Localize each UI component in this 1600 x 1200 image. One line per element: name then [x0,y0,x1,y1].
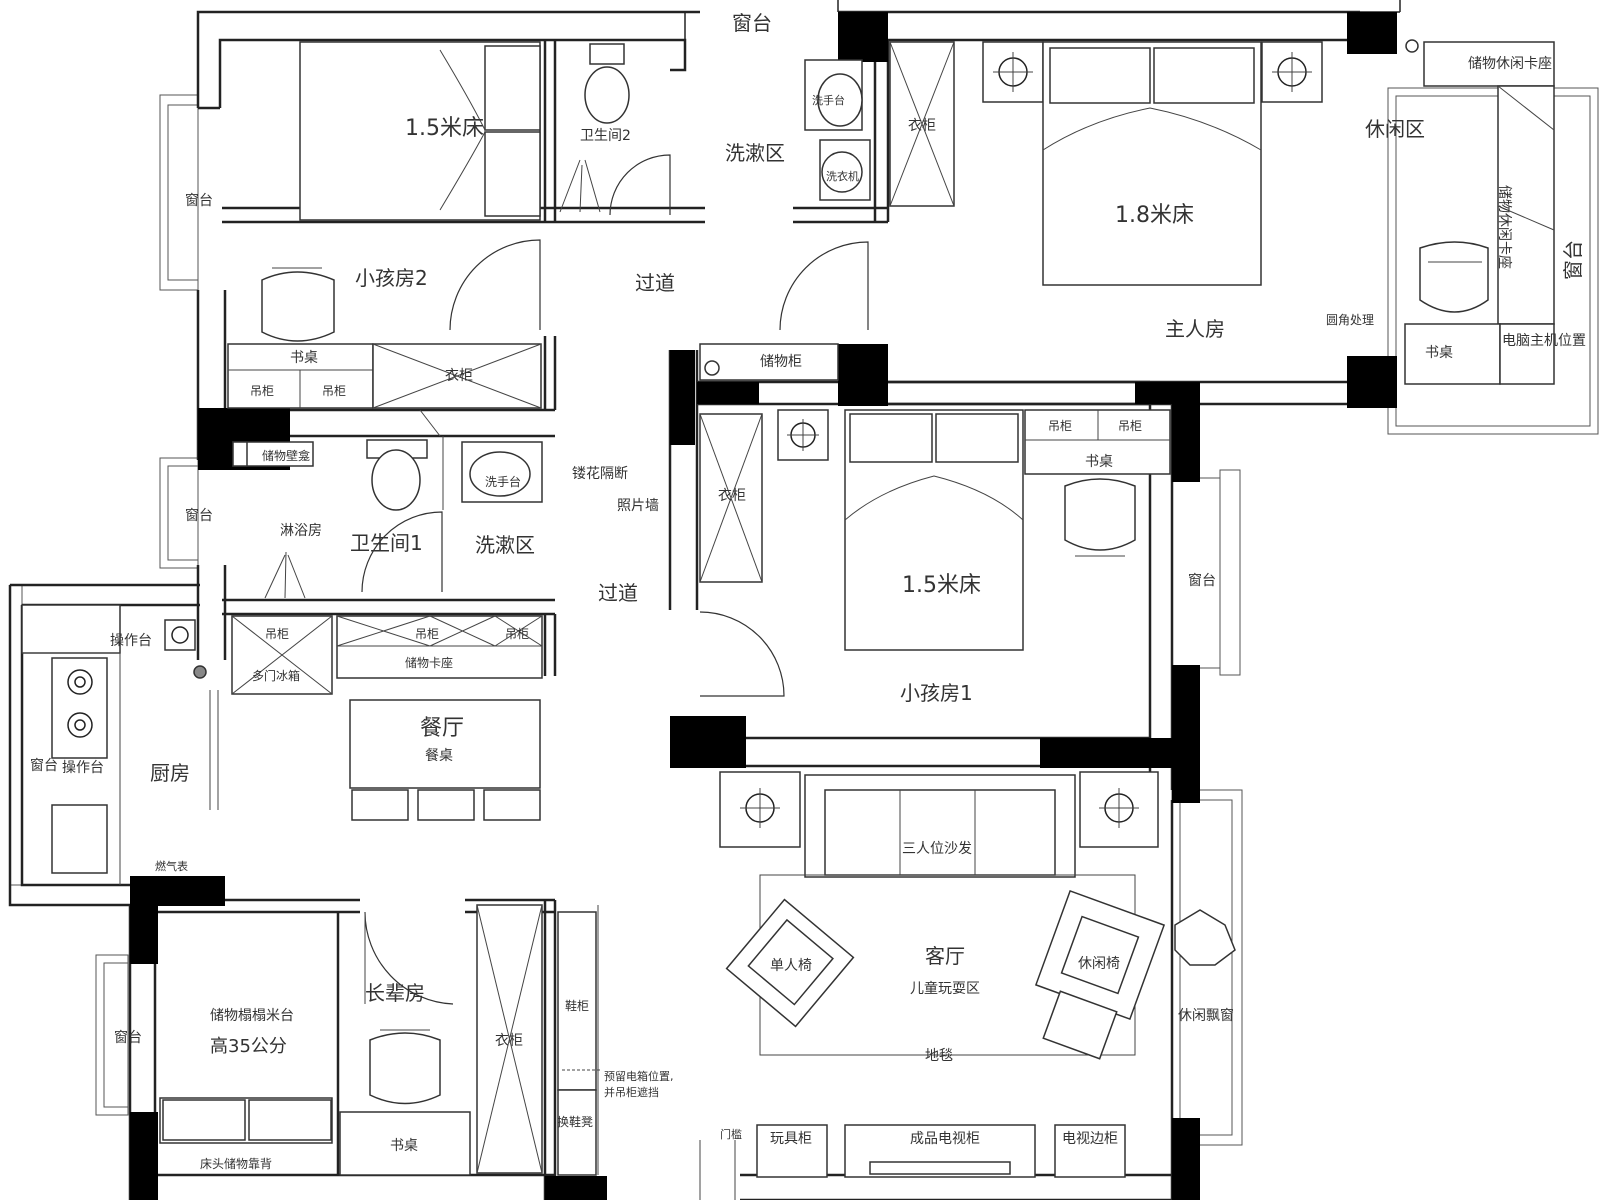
label-kitchen: 厨房 [150,761,190,785]
label-dining-table: 餐桌 [425,748,453,764]
label-rug: 地毯 [925,1048,953,1064]
label-living: 客厅 [925,944,965,968]
label-shower: 淋浴房 [280,523,322,539]
walls [8,0,1401,1200]
window-sills [9,87,1599,1146]
label-gas-meter: 燃气表 [155,859,188,873]
room-labels: 窗台 1.5米床 卫生间2 洗漱区 洗手台 洗衣机 衣柜 1.8米床 休闲区 储… [30,11,1586,1171]
label-counter-left: 操作台 [62,760,104,776]
label-win-bottom-left: 窗台 [114,1029,142,1046]
label-kids-play: 儿童玩耍区 [910,980,980,997]
label-single-chair: 单人椅 [770,958,812,974]
label-shelf-g: 吊柜 [505,627,529,641]
label-lounge: 休闲区 [1365,117,1425,141]
label-wash-top: 洗漱区 [725,141,785,165]
label-win-kitchen: 窗台 [30,757,58,774]
label-desk-kid2: 书桌 [290,350,318,366]
label-meter-box: 预留电箱位置, [604,1069,674,1083]
label-shelf-d: 吊柜 [1118,419,1142,433]
label-toy-cab: 玩具柜 [770,1131,812,1147]
label-tv-cab: 成品电视柜 [910,1131,980,1147]
label-bed15-top: 1.5米床 [405,116,484,141]
label-win-top: 窗台 [732,11,772,35]
label-pc-host: 电脑主机位置 [1502,333,1586,349]
label-shelf-b: 吊柜 [322,384,346,398]
label-headboard: 床头储物靠背 [200,1156,272,1171]
label-master-room: 主人房 [1165,317,1225,341]
label-desk-master: 书桌 [1425,345,1453,361]
furniture [21,39,1555,1200]
label-wc1: 卫生间1 [350,531,423,555]
label-win-left2: 窗台 [185,507,213,524]
label-corner: 圆角处理 [1326,313,1374,327]
label-shelf-e: 吊柜 [265,627,289,641]
label-counter-top: 操作台 [110,633,152,649]
label-cab-elder: 鞋柜 [565,998,589,1013]
label-washer: 洗衣机 [826,169,859,183]
label-tatami-height: 高35公分 [210,1036,287,1057]
label-wardrobe-kid2: 衣柜 [445,368,473,384]
label-win-left1: 窗台 [185,192,213,209]
label-wardrobe-elder: 衣柜 [495,1033,523,1049]
label-storage-lounge-seat-v: 储物休闲卡座 [1496,185,1512,269]
label-door: 门槛 [720,1127,742,1141]
label-storage-cab-top: 储物柜 [760,354,802,370]
label-bed15-mid: 1.5米床 [902,573,981,598]
label-kid1: 小孩房1 [900,681,973,705]
label-tv-side: 电视边柜 [1062,1131,1118,1147]
label-shelf-c: 吊柜 [1048,419,1072,433]
label-shelf-a: 吊柜 [250,384,274,398]
label-wardrobe-kid1: 衣柜 [718,488,746,504]
label-wash-mid: 洗漱区 [475,533,535,557]
label-elder-room: 长辈房 [365,981,425,1005]
label-storage-niche: 储物壁龛 [262,448,310,463]
label-win-right: 窗台 [1561,240,1585,280]
label-fridge: 多门冰箱 [252,668,300,683]
label-kid2: 小孩房2 [355,266,428,290]
label-desk-elder: 书桌 [390,1138,418,1154]
label-shoe-cab: 换鞋凳 [557,1114,593,1129]
label-sofa: 三人位沙发 [902,841,972,857]
label-photo-wall: 照片墙 [617,498,659,514]
label-storage-seat: 储物卡座 [405,655,453,670]
label-sink-top: 洗手台 [812,93,845,107]
label-tatami: 储物榻榻米台 [210,1008,294,1024]
label-win-mid-right: 窗台 [1188,572,1216,589]
label-sink-mid: 洗手台 [485,474,521,489]
label-storage-lounge-seat: 储物休闲卡座 [1468,56,1552,72]
label-wardrobe-master: 衣柜 [908,118,936,134]
label-desk-kid1: 书桌 [1085,454,1113,470]
label-shelf-f: 吊柜 [415,627,439,641]
label-bay-window: 休闲飘窗 [1178,1007,1234,1024]
label-lounge-chair: 休闲椅 [1078,956,1120,972]
label-wc2: 卫生间2 [580,128,631,144]
label-bed18: 1.8米床 [1115,203,1194,228]
label-meter-box2: 并吊柜遮挡 [604,1085,659,1099]
label-dining: 餐厅 [420,716,464,741]
label-corridor-top: 过道 [635,271,675,295]
label-glass-partition: 镂花隔断 [572,466,628,482]
label-corridor-mid: 过道 [598,581,638,605]
columns [130,12,1397,1200]
